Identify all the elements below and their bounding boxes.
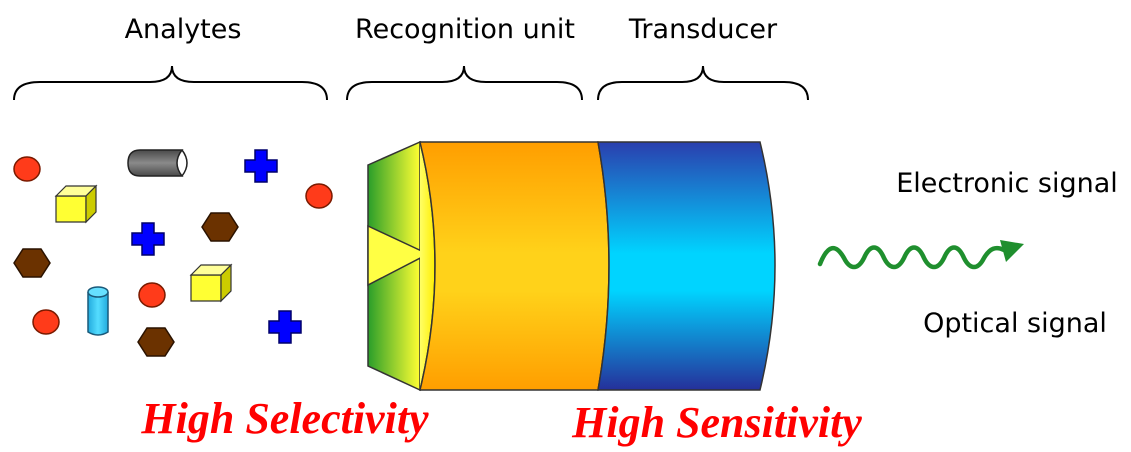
electronic-signal-label: Electronic signal (896, 168, 1118, 199)
capsule-analyte (127, 149, 188, 177)
hexagon-analyte (13, 248, 51, 278)
circle-analyte (138, 282, 166, 308)
cross-analyte (131, 222, 165, 256)
optical-signal-label: Optical signal (923, 308, 1107, 339)
circle-analyte (13, 156, 41, 182)
analytes-label: Analytes (125, 14, 242, 45)
analytes-brace (13, 65, 328, 101)
cube-analyte (54, 184, 98, 224)
transducer-body (597, 141, 776, 391)
high-selectivity-caption: High Selectivity (140, 394, 429, 443)
cross-analytes (131, 149, 302, 344)
cross-analyte (244, 149, 278, 183)
cylinder-analyte (87, 286, 109, 336)
circle-analyte (32, 309, 60, 335)
hexagon-analyte (137, 327, 175, 357)
hexagon-analyte (201, 212, 239, 242)
high-sensitivity-caption: High Sensitivity (571, 398, 862, 447)
recognition-unit-label: Recognition unit (355, 14, 575, 45)
transducer-label: Transducer (628, 14, 778, 45)
circle-analytes (13, 156, 333, 335)
cube-analyte (189, 263, 233, 303)
recognition-unit-body (419, 141, 610, 391)
hexagon-analytes (13, 212, 239, 357)
recognition-unit-brace (346, 65, 583, 101)
cross-analyte (268, 310, 302, 344)
transducer-brace (597, 65, 809, 101)
circle-analyte (305, 183, 333, 209)
recognition-unit-cap (367, 140, 436, 392)
signal-wave-arrow (817, 240, 1024, 270)
